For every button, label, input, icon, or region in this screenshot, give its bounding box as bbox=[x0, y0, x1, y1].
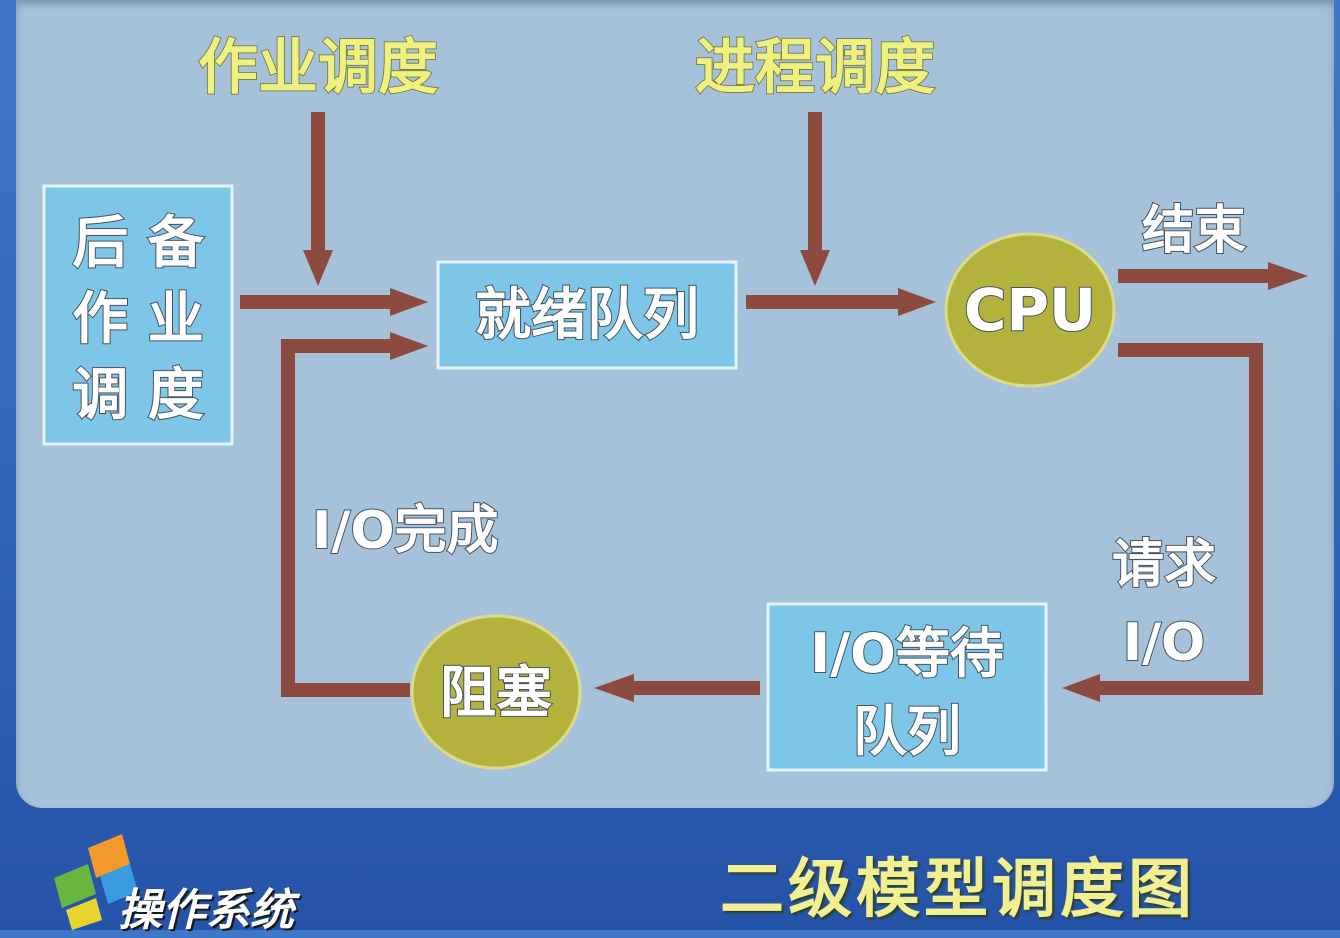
logo-windows-icon bbox=[54, 834, 138, 930]
cpu-node bbox=[944, 232, 1116, 388]
cpu-label: CPU bbox=[964, 276, 1096, 344]
flow-arrow-icon bbox=[800, 112, 830, 286]
backup-job-line2: 作 业 bbox=[72, 287, 204, 352]
logo-text: 操作系统 bbox=[118, 885, 294, 936]
flow-arrow-icon bbox=[240, 288, 428, 316]
page-title: 二级模型调度图 bbox=[720, 853, 1196, 927]
flow-arrow-icon bbox=[1062, 343, 1263, 702]
blocked-label: 阻塞 bbox=[440, 661, 552, 726]
diagram-panel bbox=[16, 0, 1334, 808]
flow-arrow-icon bbox=[281, 332, 428, 697]
flow-arrow-icon bbox=[303, 112, 333, 286]
backup-job-box bbox=[42, 184, 234, 446]
scheduling-diagram: 作业调度 进程调度 后 备 作 业 调 度 就绪队列 CPU 结束 请求 I/O… bbox=[42, 32, 1308, 772]
finish-label: 结束 bbox=[1142, 201, 1246, 261]
blocked-node bbox=[410, 614, 582, 770]
request-io-line1: 请求 bbox=[1112, 535, 1216, 595]
io-wait-queue-box bbox=[766, 602, 1048, 772]
flow-arrow-icon bbox=[594, 674, 760, 702]
ready-queue-box bbox=[436, 260, 738, 370]
ready-queue-label: 就绪队列 bbox=[475, 283, 699, 348]
request-io-line2: I/O bbox=[1123, 613, 1206, 673]
io-wait-line2: 队列 bbox=[853, 700, 961, 763]
process-scheduling-label: 进程调度 bbox=[695, 33, 935, 103]
flow-arrow-icon bbox=[1118, 262, 1308, 290]
backup-job-line1: 后 备 bbox=[72, 211, 204, 276]
flow-arrow-icon bbox=[746, 288, 936, 316]
io-wait-line1: I/O等待 bbox=[810, 622, 1004, 685]
io-complete-label: I/O完成 bbox=[312, 501, 499, 561]
job-scheduling-label: 作业调度 bbox=[198, 33, 438, 103]
backup-job-line3: 调 度 bbox=[72, 363, 204, 428]
